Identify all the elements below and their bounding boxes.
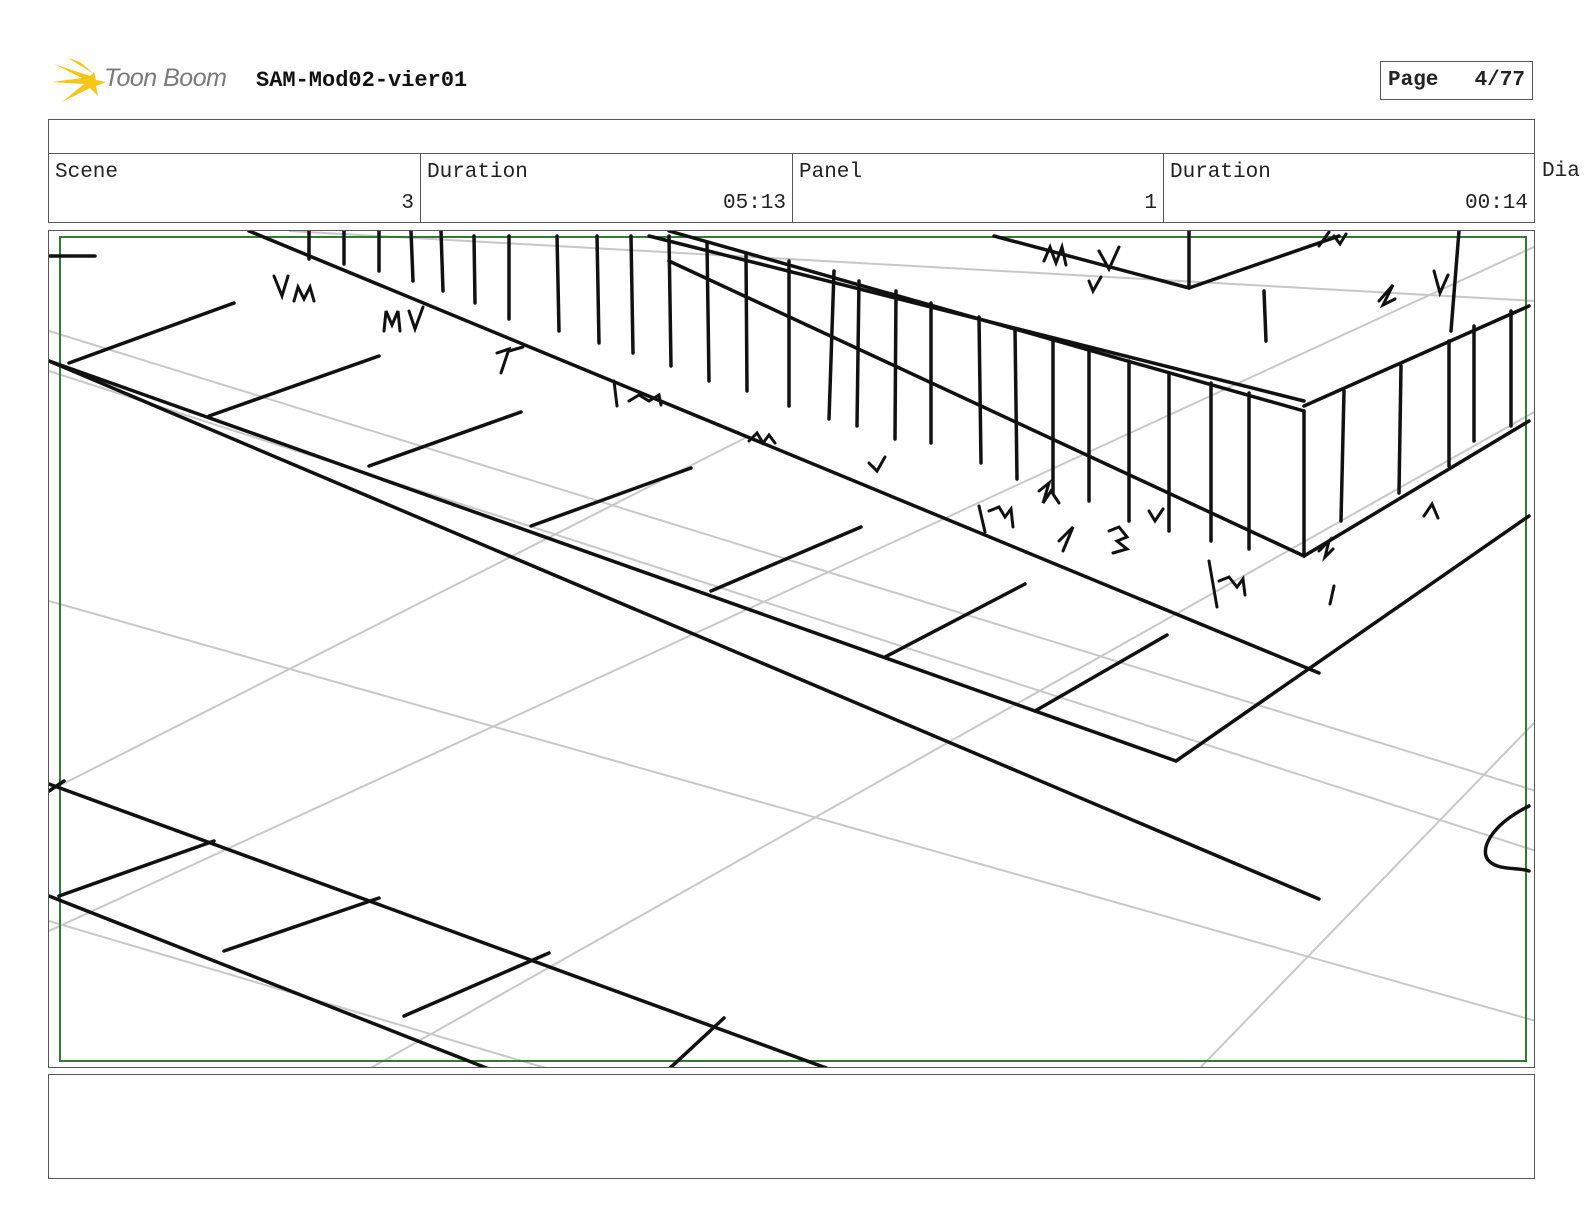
brand-name: Toon Boom [104,64,227,92]
panel-info-row: Scene 3 Duration 05:13 Panel 1 Duration … [48,153,1535,223]
scene-duration-cell: Duration 05:13 [421,154,793,222]
storyboard-panel [48,230,1535,1068]
toon-boom-logo-icon [52,58,106,102]
panel-value: 1 [1144,192,1157,215]
dialog-label: Dia [1542,160,1580,183]
safe-frame [59,236,1527,1062]
page-label: Page [1388,69,1439,92]
scene-label: Scene [55,161,119,184]
panel-duration-label: Duration [1170,161,1271,184]
ink-sketch [49,231,1531,1067]
panel-duration-value: 00:14 [1464,192,1528,215]
notes-box [48,1074,1535,1179]
scene-cell: Scene 3 [49,154,421,222]
panel-label: Panel [799,161,863,184]
scene-duration-label: Duration [427,161,528,184]
page-value: 4/77 [1474,69,1525,92]
caption-strip [48,119,1535,153]
panel-cell: Panel 1 [793,154,1164,222]
perspective-guides [49,231,1534,1067]
page-indicator: Page 4/77 [1380,61,1533,100]
scene-duration-value: 05:13 [722,192,786,215]
project-title: SAM-Mod02-vier01 [256,68,468,93]
panel-sketch [49,231,1534,1067]
panel-duration-cell: Duration 00:14 [1164,154,1534,222]
scene-value: 3 [401,192,414,215]
grass-scribbles [272,231,1450,609]
